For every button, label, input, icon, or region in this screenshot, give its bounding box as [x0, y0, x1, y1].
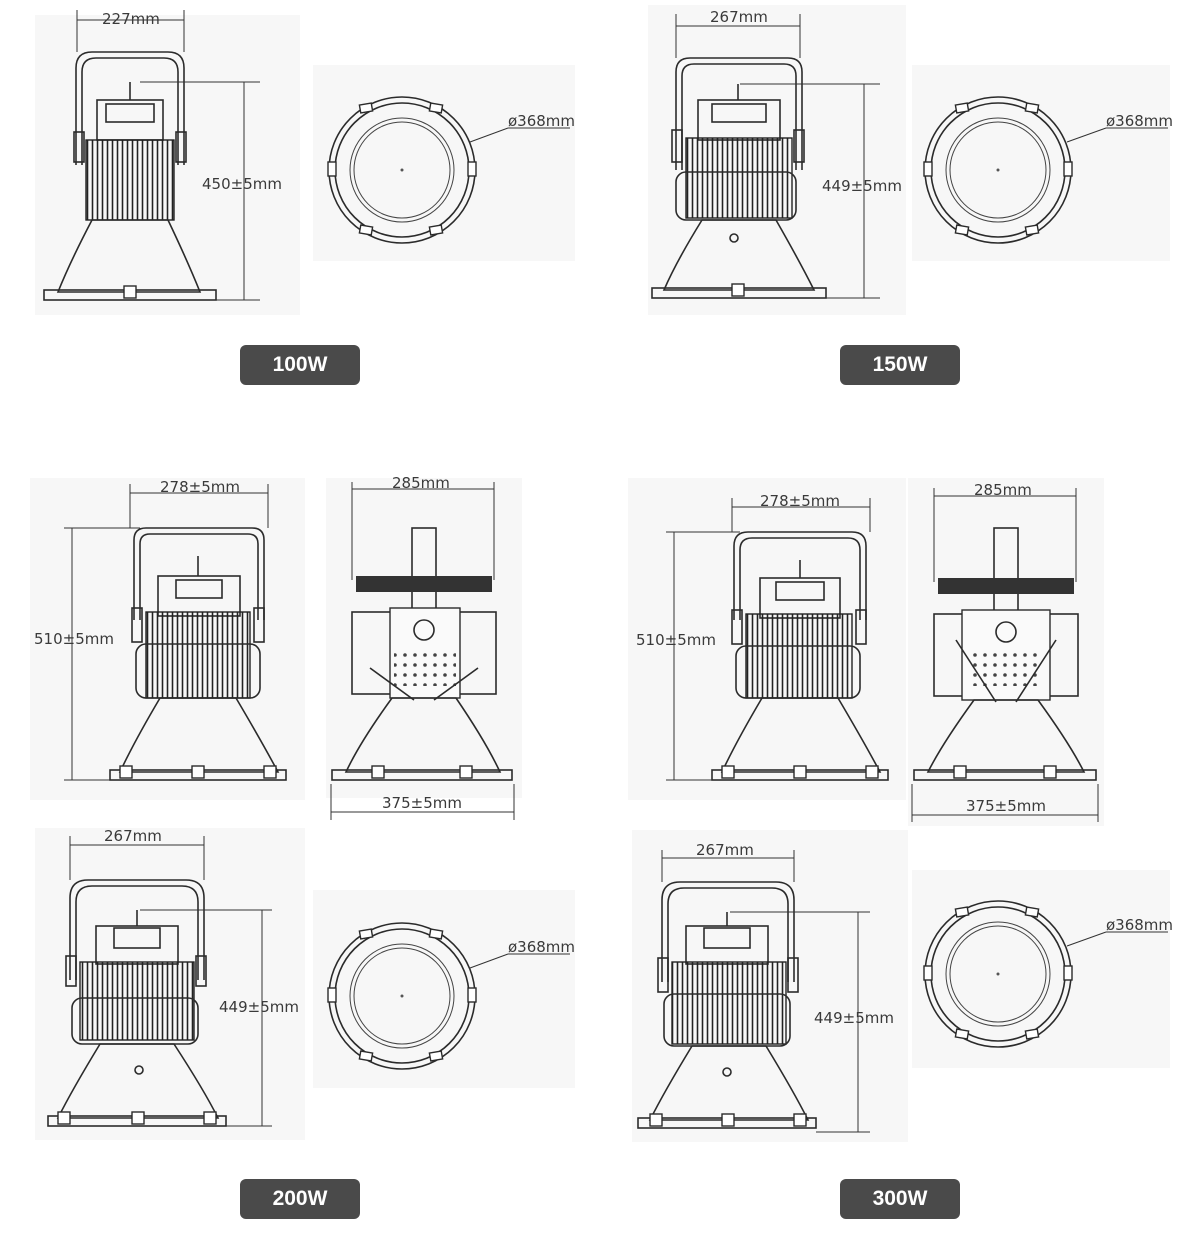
dim-label-227: 227mm [102, 10, 160, 28]
dim-label-368-a: ø368mm [508, 112, 575, 130]
badge-100w: 100W [240, 345, 360, 385]
dimension-200w-base-width: 375±5mm [330, 784, 515, 820]
dimension-200w-front-width: 285mm [351, 474, 495, 580]
dim-label-449-c: 449±5mm [814, 1009, 894, 1027]
dimension-300w-base-width: 375±5mm [911, 784, 1099, 822]
dim-label-285-b: 285mm [974, 481, 1032, 499]
badge-300w: 300W [840, 1179, 960, 1219]
dimension-200w-b-width: 267mm [69, 827, 205, 880]
dim-label-267-a: 267mm [710, 8, 768, 26]
dimension-300w-height: 510±5mm [636, 531, 740, 781]
dimension-300w-b-height: 449±5mm [730, 911, 894, 1133]
dim-label-375-a: 375±5mm [382, 794, 462, 812]
dimension-200w-width: 278±5mm [129, 478, 269, 528]
badge-150w: 150W [840, 345, 960, 385]
dimension-150w-height: 449±5mm [740, 83, 902, 299]
lamp-300w-front-view [913, 527, 1097, 781]
dimension-300w-front-width: 285mm [933, 481, 1077, 582]
dimension-100w-diameter: ø368mm [469, 112, 575, 143]
dim-label-278-a: 278±5mm [160, 478, 240, 496]
dimension-100w-width: 227mm [76, 10, 185, 52]
lamp-200w-front-view [331, 527, 513, 781]
dimension-300w-width: 278±5mm [731, 492, 871, 532]
dimension-150w-diameter: ø368mm [1066, 112, 1173, 143]
dim-label-267-c: 267mm [696, 841, 754, 859]
dimension-300w-b-width: 267mm [661, 841, 795, 882]
panel-100w-top-bg [313, 65, 575, 261]
dimension-200w-height: 510±5mm [34, 527, 140, 781]
dim-label-267-b: 267mm [104, 827, 162, 845]
panel-300w-top-bg [912, 870, 1170, 1068]
dimension-200w-b-height: 449±5mm [140, 909, 299, 1127]
lamp-200w-side-view-b [47, 879, 227, 1127]
dim-label-278-b: 278±5mm [760, 492, 840, 510]
dimension-150w-width: 267mm [675, 8, 801, 58]
dim-label-285-a: 285mm [392, 474, 450, 492]
panel-200w-top-bg [313, 890, 575, 1088]
dim-label-449-b: 449±5mm [219, 998, 299, 1016]
dim-label-368-d: ø368mm [1106, 916, 1173, 934]
dimension-200w-diameter: ø368mm [469, 938, 575, 969]
dim-label-510-b: 510±5mm [636, 631, 716, 649]
dim-label-375-b: 375±5mm [966, 797, 1046, 815]
dim-label-510-a: 510±5mm [34, 630, 114, 648]
lamp-300w-side-view-b [637, 881, 817, 1129]
lamp-300w-side-view [711, 531, 889, 781]
dim-label-449-a: 449±5mm [822, 177, 902, 195]
lamp-200w-side-view [109, 527, 287, 781]
dim-label-368-b: ø368mm [1106, 112, 1173, 130]
lamp-100w-side-view [43, 51, 217, 301]
dim-label-450: 450±5mm [202, 175, 282, 193]
dim-label-368-c: ø368mm [508, 938, 575, 956]
dimension-100w-height: 450±5mm [140, 81, 282, 301]
badge-200w: 200W [240, 1179, 360, 1219]
dimension-300w-diameter: ø368mm [1066, 916, 1173, 947]
lamp-150w-side-view [651, 57, 827, 299]
